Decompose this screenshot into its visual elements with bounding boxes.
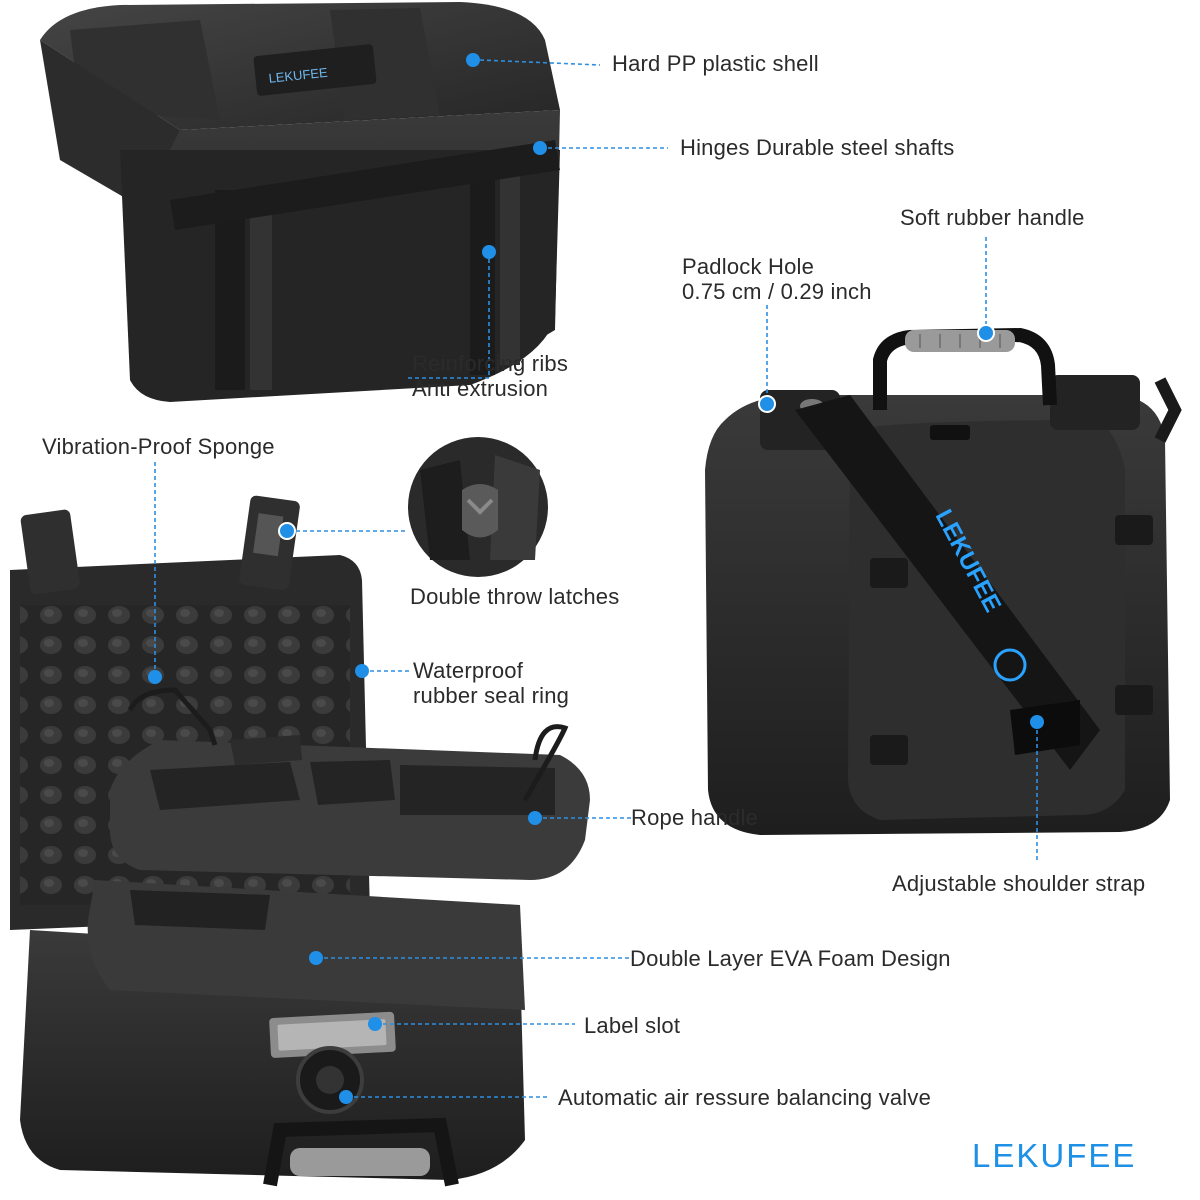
callout-seal-label-line1: Waterproof — [413, 658, 524, 683]
latch-detail-inset — [408, 437, 548, 577]
shell-callout-dot — [466, 53, 480, 67]
callout-rubber-handle-label: Soft rubber handle — [900, 205, 1085, 230]
callout-eva-label: Double Layer EVA Foam Design — [630, 946, 951, 971]
brand-logo: LEKUFEE — [972, 1137, 1137, 1174]
closed-case-side-view: LEKUFEE — [705, 327, 1182, 835]
callout-valve-label: Automatic air ressure balancing valve — [558, 1085, 932, 1110]
lid-logo-text: LEKUFEE — [268, 65, 329, 86]
callout-seal-label-line2: rubber seal ring — [413, 683, 570, 708]
callout-label-slot-label: Label slot — [584, 1013, 681, 1038]
callout-ribs-label-line2: Anti extrusion — [412, 376, 549, 401]
callout-strap-label: Adjustable shoulder strap — [892, 871, 1146, 896]
closed-case-top-view: LEKUFEE — [40, 2, 560, 402]
callout-latches-label: Double throw latches — [410, 584, 620, 609]
callout-leaders — [148, 53, 1044, 1104]
callout-ribs-label-line1: Reinforcing ribs — [412, 351, 569, 376]
open-case — [10, 495, 590, 1187]
callout-sponge-label: Vibration-Proof Sponge — [42, 434, 275, 459]
callout-padlock-label-line1: Padlock Hole — [682, 254, 815, 279]
callout-shell-label: Hard PP plastic shell — [612, 51, 819, 76]
callout-hinges-label: Hinges Durable steel shafts — [680, 135, 955, 160]
callout-padlock-label-line2: 0.75 cm / 0.29 inch — [682, 279, 872, 304]
callout-rope-label: Rope handle — [631, 805, 758, 830]
